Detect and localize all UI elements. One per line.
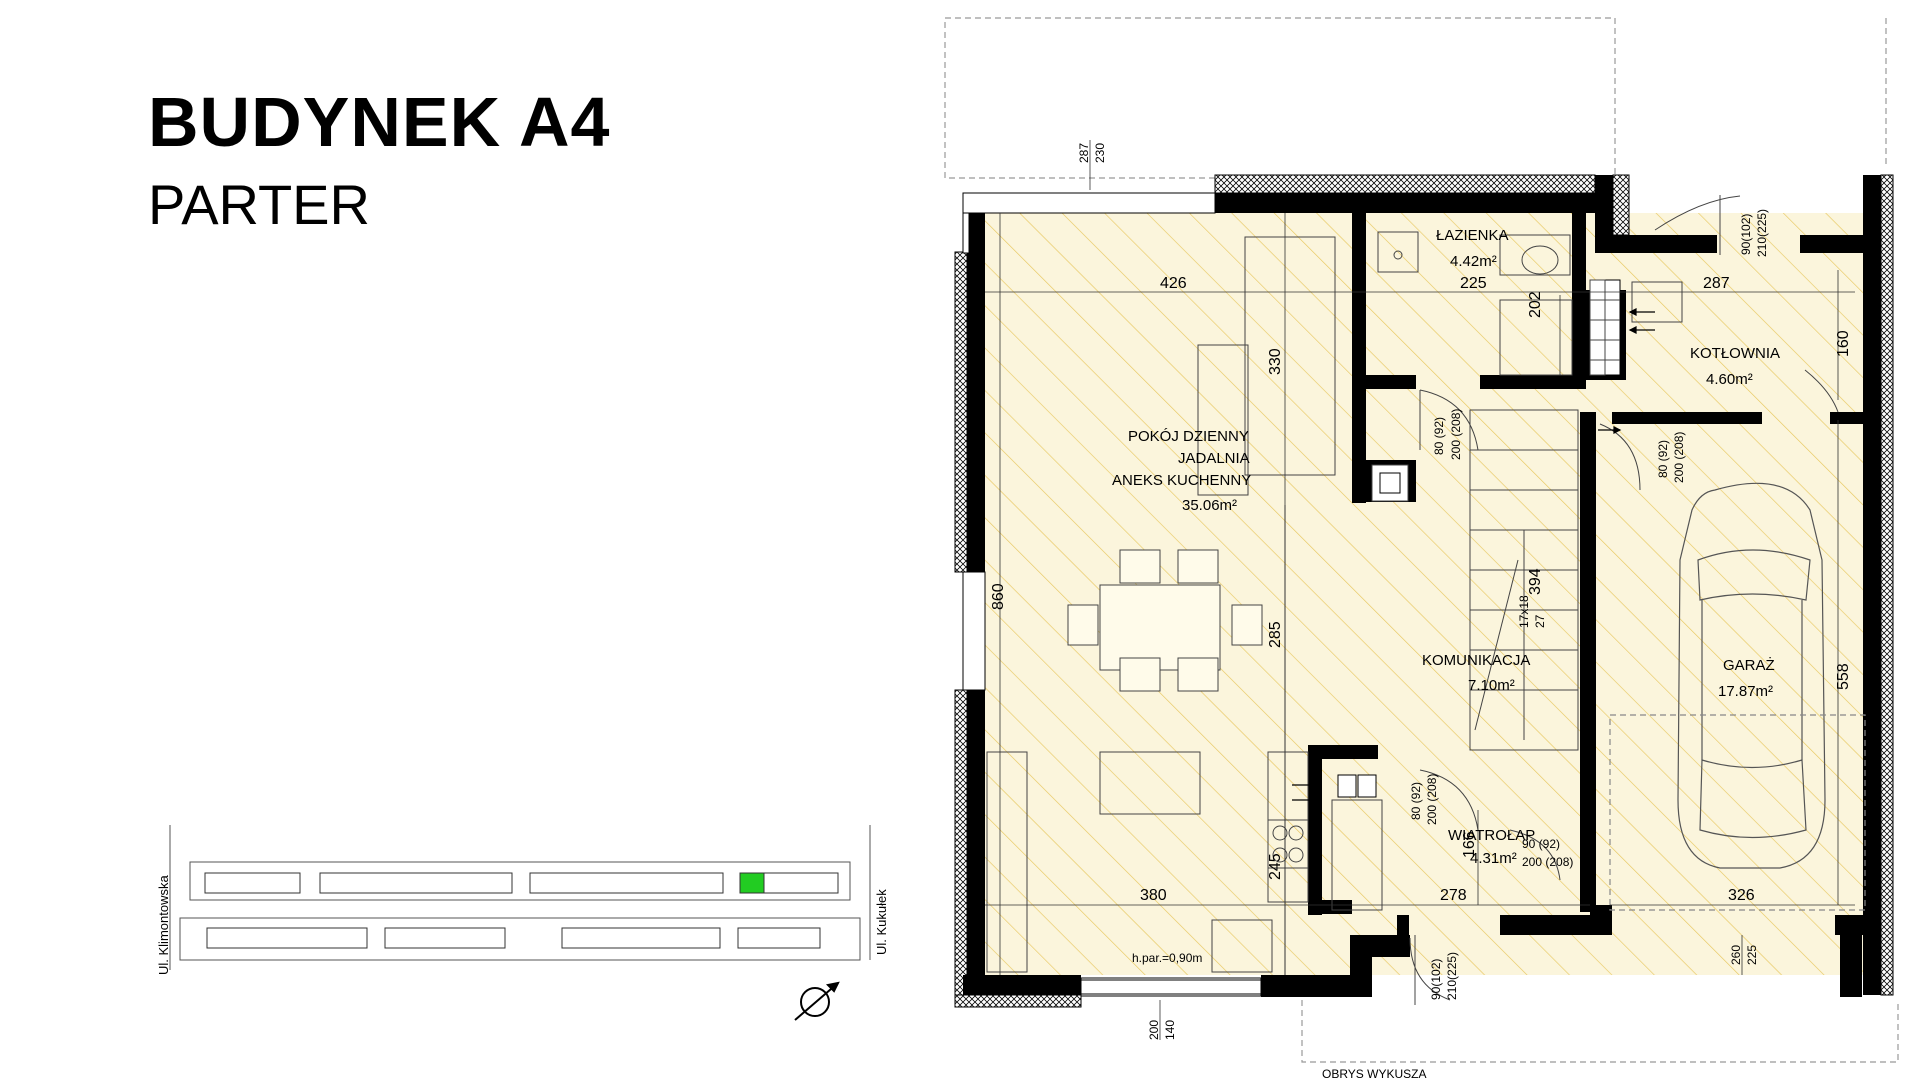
door-boiler-b: 200 (208) [1672,432,1686,483]
plan-notes: h.par.=0,90m OBRYS WYKUSZA [1132,951,1426,1080]
dim-225-bot: 225 [1745,945,1759,965]
windows [962,212,1262,995]
dim-202: 202 [1527,291,1544,318]
street-left-label: Ul. Klimontowska [156,875,171,975]
dimension-labels: 426 225 287 380 278 326 860 330 285 245 … [990,143,1852,1040]
door-side-a: 90 (92) [1522,837,1560,851]
dim-260-bot: 260 [1729,945,1743,965]
stairs-label: 17x18 [1517,595,1531,628]
sill-height-note: h.par.=0,90m [1132,951,1202,965]
room-labels: POKÓJ DZIENNY JADALNIA ANEKS KUCHENNY 35… [1112,227,1780,867]
door-bath-b: 200 (208) [1449,409,1463,460]
car-icon [1609,482,1866,911]
bathroom-fixtures [1371,231,1683,502]
door-top-b: 210(225) [1755,209,1769,257]
dim-330: 330 [1267,348,1284,375]
dim-166: 166 [1461,831,1478,858]
room-garage-area: 17.87m² [1718,683,1773,700]
room-boiler-name: KOTŁOWNIA [1690,345,1780,362]
dim-287r: 287 [1703,275,1730,292]
room-hall-area: 7.10m² [1468,677,1515,694]
room-living-line2: JADALNIA [1178,450,1250,467]
dim-278: 278 [1440,887,1467,904]
dim-140-bot: 140 [1163,1020,1177,1040]
vestibule-fixtures [1331,774,1383,911]
room-living-line1: POKÓJ DZIENNY [1128,428,1249,445]
room-hall-name: KOMUNIKACJA [1422,652,1530,669]
dimension-lines [985,140,1855,1040]
room-vestibule-area: 4.31m² [1470,850,1517,867]
compass-icon [794,981,840,1021]
vent-arrows [1292,308,1655,804]
door-bot-a: 90(102) [1429,959,1443,1000]
dim-380: 380 [1140,887,1167,904]
dim-860: 860 [990,583,1007,610]
room-living-line3: ANEKS KUCHENNY [1112,472,1251,489]
dim-160: 160 [1835,330,1852,357]
door-top-a: 90(102) [1739,214,1753,255]
door-vest-b: 200 (208) [1425,774,1439,825]
room-boiler-area: 4.60m² [1706,371,1753,388]
room-living-area: 35.06m² [1182,497,1237,514]
door-bot-b: 210(225) [1445,952,1459,1000]
room-vestibule-name: WIATROŁAP [1448,827,1535,844]
dim-394: 394 [1527,568,1544,595]
stairs-label-2: 27 [1533,614,1547,628]
dim-285: 285 [1267,621,1284,648]
dim-200-bot: 200 [1147,1020,1161,1040]
door-labels: 80 (92) 200 (208) 80 (92) 200 (208) 80 (… [1409,209,1769,1000]
dim-287-top: 287 [1077,143,1091,163]
dining-set [1067,549,1263,692]
dim-225: 225 [1460,275,1487,292]
kitchen-fixtures [986,236,1336,975]
room-bathroom-area: 4.42m² [1450,253,1497,270]
dim-230-top: 230 [1093,143,1107,163]
door-swings [1409,195,1839,1005]
door-vest-a: 80 (92) [1409,782,1423,820]
street-right-label: Ul. Kukułek [874,889,889,955]
door-boiler-a: 80 (92) [1656,440,1670,478]
room-bathroom-name: ŁAZIENKA [1436,227,1509,244]
dim-558: 558 [1835,663,1852,690]
staircase [1469,409,1579,751]
building-title: BUDYNEK A4 [148,83,611,161]
floor-subtitle: PARTER [148,173,370,236]
door-side-b: 200 (208) [1522,855,1573,869]
exterior-walls [954,174,1894,1008]
dim-426: 426 [1160,275,1187,292]
dim-245: 245 [1267,853,1284,880]
highlighted-unit [739,872,765,894]
dim-326: 326 [1728,887,1755,904]
site-plan: Ul. Klimontowska Ul. Kukułek [156,825,889,1021]
room-garage-name: GARAŻ [1723,656,1775,674]
bay-outline-note: OBRYS WYKUSZA [1322,1067,1426,1080]
door-bath-a: 80 (92) [1432,417,1446,455]
